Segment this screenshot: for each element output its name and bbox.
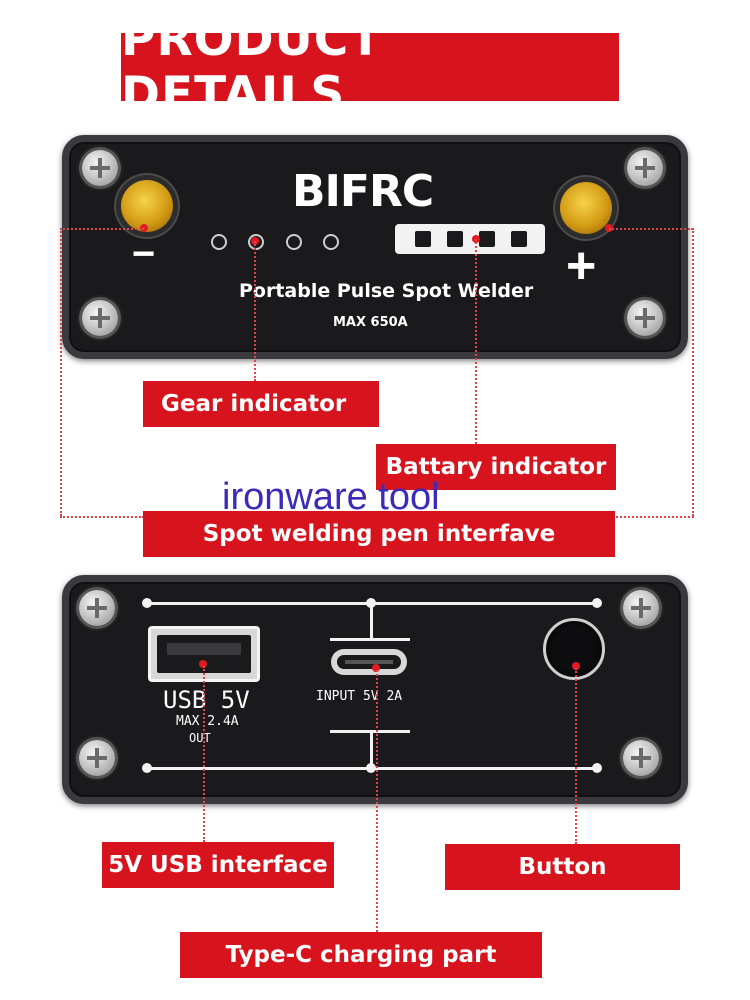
page-title: PRODUCT DETAILS [121, 12, 619, 122]
callout-line [60, 516, 144, 518]
panel-line [330, 730, 410, 733]
battery-indicator-label: Battary indicator [376, 444, 616, 490]
line-node [592, 598, 602, 608]
screw-icon [623, 590, 659, 626]
screw-icon [79, 740, 115, 776]
positive-terminal [560, 182, 612, 234]
usb-interface-label: 5V USB interface [102, 842, 334, 888]
negative-terminal [121, 180, 173, 232]
screw-icon [627, 150, 663, 186]
pen-left-marker [140, 224, 148, 232]
panel-line [370, 730, 373, 770]
callout-line [475, 239, 477, 444]
max-current: MAX 650A [333, 315, 408, 330]
brand-logo: BIFRC [292, 166, 434, 217]
line-node [366, 598, 376, 608]
negative-symbol: − [132, 232, 156, 276]
panel-line [330, 638, 410, 641]
button-marker [572, 662, 580, 670]
back-panel [62, 575, 688, 804]
gear-led-1 [211, 234, 227, 250]
screw-icon [82, 300, 118, 336]
callout-line [203, 666, 205, 842]
front-panel [62, 135, 688, 359]
callout-line [692, 228, 694, 516]
line-node [366, 763, 376, 773]
callout-line [254, 241, 256, 381]
power-button[interactable] [543, 618, 605, 680]
battery-indicator [395, 224, 545, 254]
product-name: Portable Pulse Spot Welder [239, 280, 534, 302]
screw-icon [627, 300, 663, 336]
callout-line [612, 516, 694, 518]
usb-max-label: MAX 2.4A [176, 714, 239, 729]
callout-line [60, 228, 62, 516]
pen-interface-label: Spot welding pen interfave [143, 511, 615, 557]
line-node [592, 763, 602, 773]
positive-symbol: + [566, 237, 597, 295]
usb-out-label: OUT [189, 731, 211, 745]
input-label: INPUT 5V 2A [316, 689, 403, 704]
screw-icon [82, 150, 118, 186]
callout-line [376, 670, 378, 932]
line-node [142, 763, 152, 773]
screw-icon [79, 590, 115, 626]
typec-label: Type-C charging part [180, 932, 542, 978]
gear-led-3 [286, 234, 302, 250]
button-label: Button [445, 844, 680, 890]
line-node [142, 598, 152, 608]
usb-marker [199, 660, 207, 668]
usb-label: USB 5V [163, 686, 250, 714]
panel-line [370, 602, 373, 640]
screw-icon [623, 740, 659, 776]
typec-port[interactable] [331, 649, 407, 675]
gear-indicator-label: Gear indicator [143, 381, 379, 427]
typec-marker [372, 664, 380, 672]
callout-line [575, 668, 577, 844]
gear-led-4 [323, 234, 339, 250]
callout-line [609, 228, 693, 230]
callout-line [60, 228, 144, 230]
